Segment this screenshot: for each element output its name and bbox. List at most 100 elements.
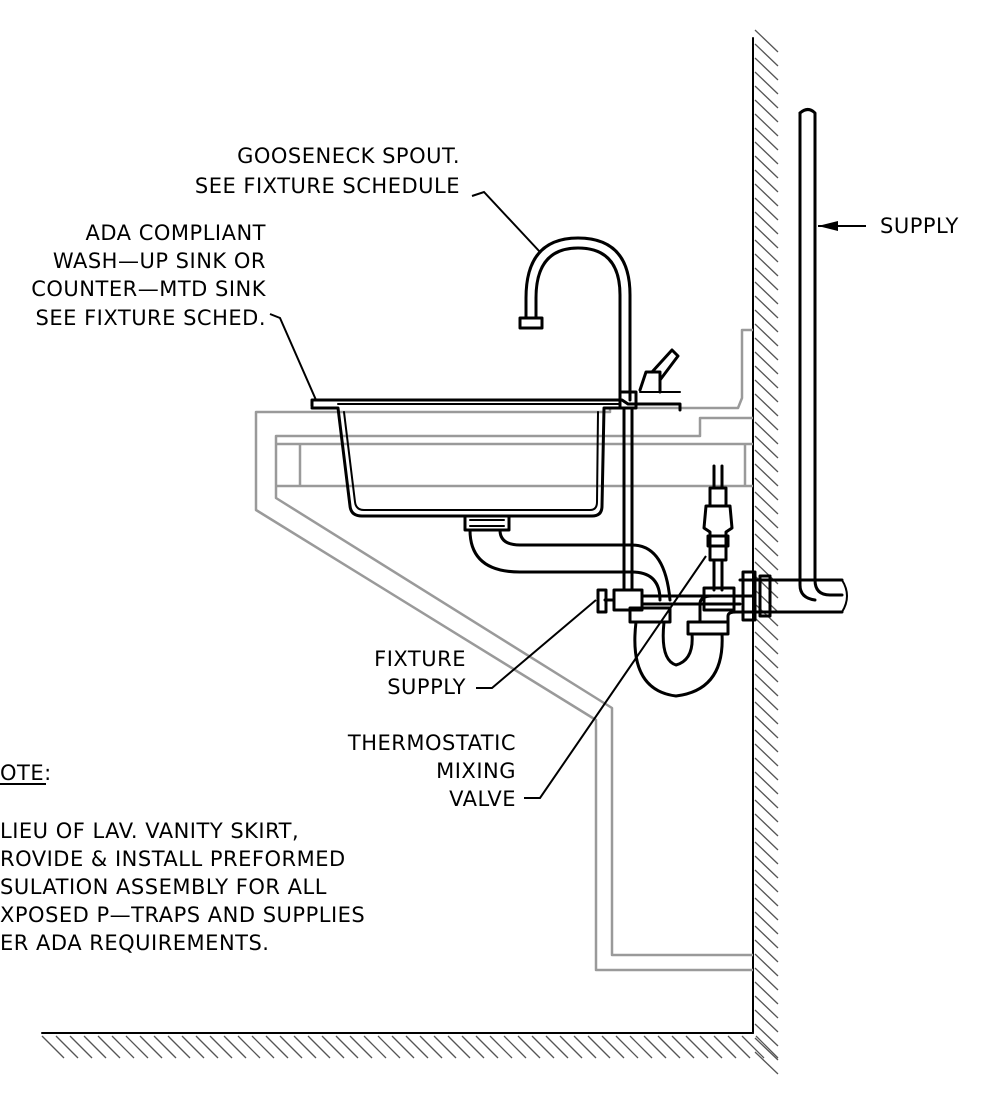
gooseneck-label-line2: SEE FIXTURE SCHEDULE — [195, 174, 460, 198]
wall-hatch-line — [754, 687, 779, 711]
wall-hatch-line — [754, 169, 779, 193]
floor-hatch-line — [629, 1035, 653, 1059]
floor-hatch-line — [349, 1035, 373, 1059]
floor-hatch-line — [111, 1035, 135, 1059]
wall-hatch-line — [754, 1023, 779, 1047]
counter-frame — [254, 328, 753, 972]
wall-hatch-line — [754, 267, 779, 291]
wall-hatch-line — [754, 99, 779, 123]
wall-hatch-line — [754, 57, 779, 81]
floor-hatch-line — [643, 1035, 667, 1059]
floor-hatch-line — [657, 1035, 681, 1059]
wall-hatch-line — [754, 505, 779, 529]
floor-hatch-line — [237, 1035, 261, 1059]
floor-hatch-line — [671, 1035, 695, 1059]
wall-hatch-line — [754, 323, 779, 347]
wall-hatch-line — [754, 939, 779, 963]
wall-hatch-line — [754, 225, 779, 249]
wall-hatch-line — [754, 197, 779, 221]
floor-hatch-line — [503, 1035, 527, 1059]
floor-hatch-line — [615, 1035, 639, 1059]
wall-hatch-line — [754, 771, 779, 795]
floor-hatch-line — [685, 1035, 709, 1059]
floor-hatch-line — [153, 1035, 177, 1059]
wall-hatch-line — [754, 253, 779, 277]
wall-hatch-line — [754, 757, 779, 781]
note-title: OTE: — [0, 761, 52, 785]
fixture-supply-stops — [596, 408, 742, 614]
wall-hatch-line — [754, 295, 779, 319]
floor-hatch-line — [265, 1035, 289, 1059]
wall-hatch-line — [754, 967, 779, 991]
wall-hatch-line — [754, 365, 779, 389]
floor-hatch-line — [727, 1035, 751, 1059]
sink-label-line2: WASH—UP SINK OR — [53, 249, 266, 273]
floor-hatch-line — [363, 1035, 387, 1059]
wall-hatch-line — [754, 701, 779, 725]
sink-label-line4: SEE FIXTURE SCHED. — [36, 306, 266, 330]
tmv-label-line1: THERMOSTATIC — [347, 731, 516, 755]
wall-hatch-line — [754, 659, 779, 683]
floor-hatch-line — [41, 1035, 65, 1059]
note-line4: XPOSED P—TRAPS AND SUPPLIES — [0, 903, 365, 927]
wall-hatch-line — [754, 183, 779, 207]
floor-hatch-line — [377, 1035, 401, 1059]
wall-hatch-line — [754, 1037, 779, 1061]
note-line3: SULATION ASSEMBLY FOR ALL — [0, 875, 327, 899]
floor-hatch-line — [125, 1035, 149, 1059]
floor-hatch-line — [279, 1035, 303, 1059]
floor-hatch-line — [755, 1035, 779, 1059]
wall-hatch-line — [754, 911, 779, 935]
fixture-supply-label-line1: FIXTURE — [374, 647, 466, 671]
wall-hatch-line — [754, 897, 779, 921]
wall-hatch-line — [754, 449, 779, 473]
floor-hatch-line — [545, 1035, 569, 1059]
floor-hatch-line — [195, 1035, 219, 1059]
tmv-label-line2: MIXING — [436, 759, 516, 783]
wall-hatch-line — [754, 589, 779, 613]
wall-hatch-line — [754, 421, 779, 445]
floor-hatch-line — [55, 1035, 79, 1059]
floor-hatch-line — [181, 1035, 205, 1059]
wall-hatch-line — [754, 631, 779, 655]
floor-hatch — [41, 1035, 779, 1059]
wall-hatch-line — [754, 113, 779, 137]
wall-hatch-line — [754, 827, 779, 851]
floor-hatch-line — [335, 1035, 359, 1059]
wall-hatch-line — [754, 309, 779, 333]
wall-hatch-line — [754, 617, 779, 641]
wall-hatch-line — [754, 477, 779, 501]
wall-hatch-line — [754, 127, 779, 151]
wall-hatch-line — [754, 953, 779, 977]
wall-hatch-line — [754, 29, 779, 53]
tmv-label-line3: VALVE — [449, 787, 516, 811]
wall-hatch-line — [754, 281, 779, 305]
floor-hatch-line — [489, 1035, 513, 1059]
sink-label-line3: COUNTER—MTD SINK — [31, 277, 266, 301]
wall-hatch-line — [754, 645, 779, 669]
wall-hatch-line — [754, 407, 779, 431]
thermostatic-mixing-valve — [702, 464, 734, 592]
wall-hatch-line — [754, 743, 779, 767]
note-line1: LIEU OF LAV. VANITY SKIRT, — [0, 819, 299, 843]
fixture-supply-label-line2: SUPPLY — [387, 675, 466, 699]
wall-hatch-line — [754, 715, 779, 739]
note-line2: ROVIDE & INSTALL PREFORMED — [0, 847, 346, 871]
note-line5: ER ADA REQUIREMENTS. — [0, 931, 270, 955]
floor-hatch-line — [475, 1035, 499, 1059]
wall-hatch-line — [754, 799, 779, 823]
floor-hatch-line — [83, 1035, 107, 1059]
callout-labels: GOOSENECK SPOUT. SEE FIXTURE SCHEDULE AD… — [31, 144, 959, 811]
wall-hatch-line — [754, 981, 779, 1005]
floor-hatch-line — [223, 1035, 247, 1059]
wall-hatch-line — [754, 379, 779, 403]
wall-hatch-line — [754, 85, 779, 109]
wall-hatch-line — [754, 673, 779, 697]
wall-hatch-line — [754, 155, 779, 179]
sink-label-line1: ADA COMPLIANT — [86, 221, 266, 245]
floor-hatch-line — [209, 1035, 233, 1059]
floor-hatch-line — [139, 1035, 163, 1059]
floor-hatch-line — [97, 1035, 121, 1059]
supply-label: SUPPLY — [880, 214, 959, 238]
wall-hatch-line — [754, 533, 779, 557]
